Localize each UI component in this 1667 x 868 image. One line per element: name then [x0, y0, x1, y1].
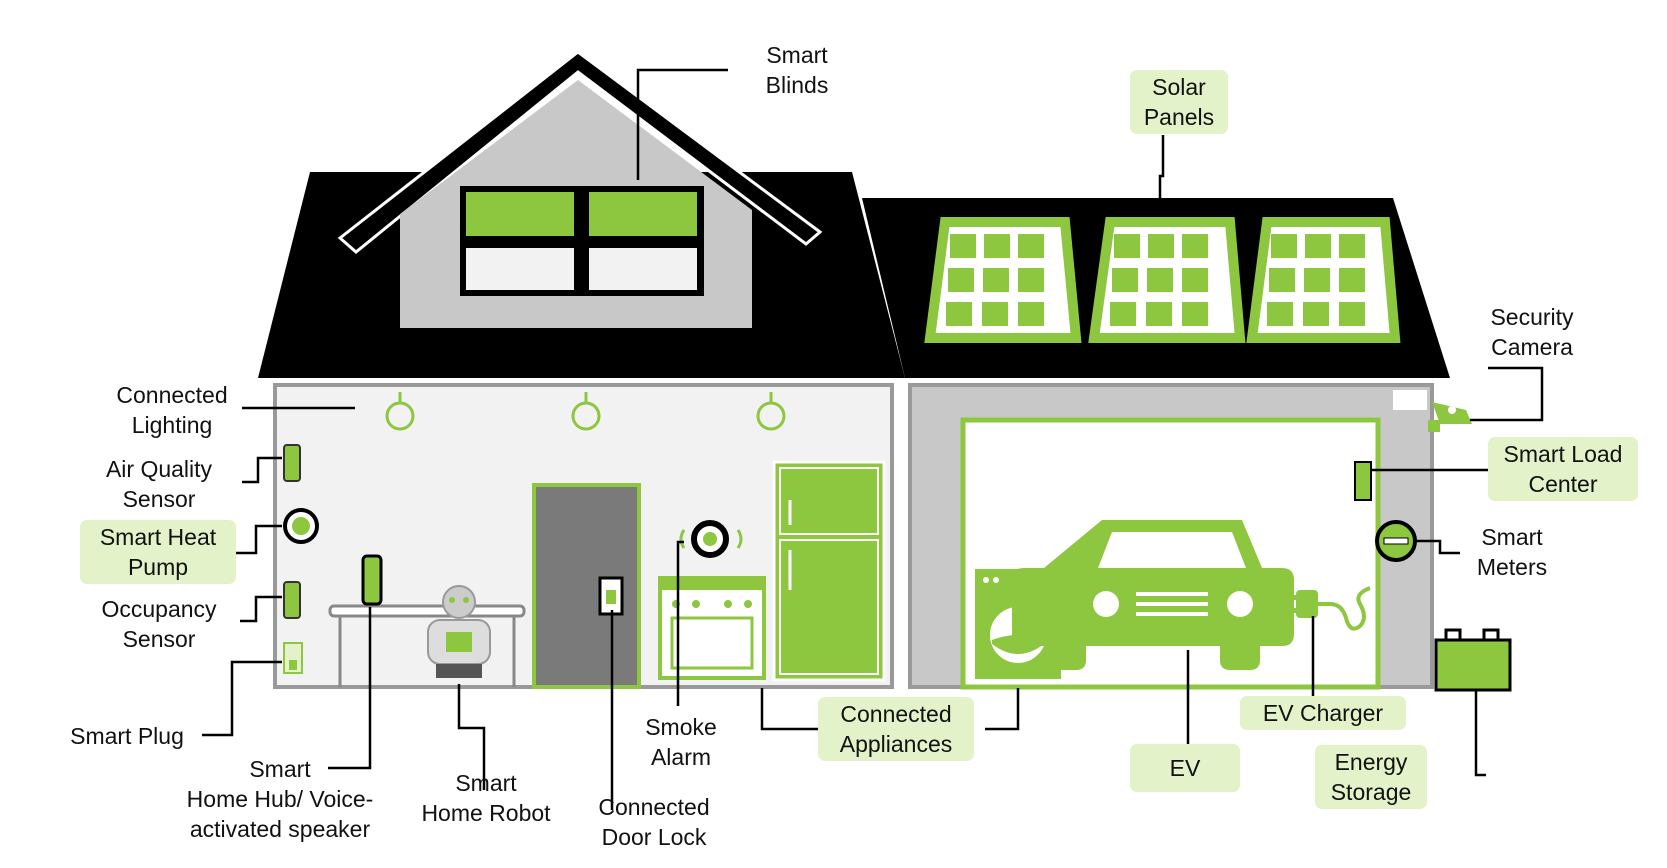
air-quality-sensor-icon — [283, 444, 301, 482]
occupancy-sensor-icon — [283, 581, 301, 619]
smart-plug-label: Smart Plug — [70, 723, 184, 749]
plug-icon — [283, 642, 303, 674]
smoke-alarm-label: Smoke Alarm — [645, 714, 717, 770]
meter-icon — [1375, 520, 1417, 562]
camera-icon — [1428, 402, 1472, 432]
connected-appliances-label: Connected Appliances — [818, 697, 974, 761]
ev-label: EV — [1130, 744, 1240, 792]
load-center-icon — [1354, 461, 1372, 501]
light-bulb-icon — [385, 392, 786, 431]
energy-storage-label: Energy Storage — [1315, 745, 1427, 809]
ev-charger-label: EV Charger — [1240, 696, 1406, 730]
speaker-icon — [361, 554, 383, 606]
security-camera-label: Security Camera — [1490, 304, 1574, 360]
robot-icon — [427, 585, 491, 678]
occupancy-sensor-label: Occupancy Sensor — [101, 596, 217, 652]
smart-load-center-label: Smart Load Center — [1488, 437, 1638, 501]
lock-icon — [598, 576, 624, 616]
solar-cells — [946, 234, 1365, 326]
ev-plug-icon — [1288, 586, 1371, 631]
smoke-alarm-icon — [679, 520, 743, 558]
smart-blinds-label: Smart Blinds — [765, 42, 829, 98]
table — [328, 604, 526, 687]
car-icon — [1012, 520, 1294, 670]
connected-lighting-label: Connected Lighting — [116, 382, 228, 438]
solar-panels-label: Solar Panels — [1130, 70, 1228, 134]
battery-icon — [1434, 628, 1512, 692]
smart-meters-label: Smart Meters — [1476, 524, 1548, 580]
smart-blinds-window — [460, 186, 704, 296]
connected-door-lock-label: Connected Door Lock — [598, 794, 710, 850]
leader-lines — [202, 68, 1544, 810]
refrigerator-icon — [772, 460, 886, 682]
smart-home-robot-label: Smart Home Robot — [421, 770, 551, 826]
smart-home-hub-label: Smart Home Hub/ Voice- activated speaker — [186, 756, 374, 842]
heat-pump-icon — [283, 508, 319, 544]
smart-heat-pump-label: Smart Heat Pump — [80, 520, 236, 584]
air-quality-sensor-label: Air Quality Sensor — [105, 456, 213, 512]
stove-icon — [658, 576, 766, 680]
